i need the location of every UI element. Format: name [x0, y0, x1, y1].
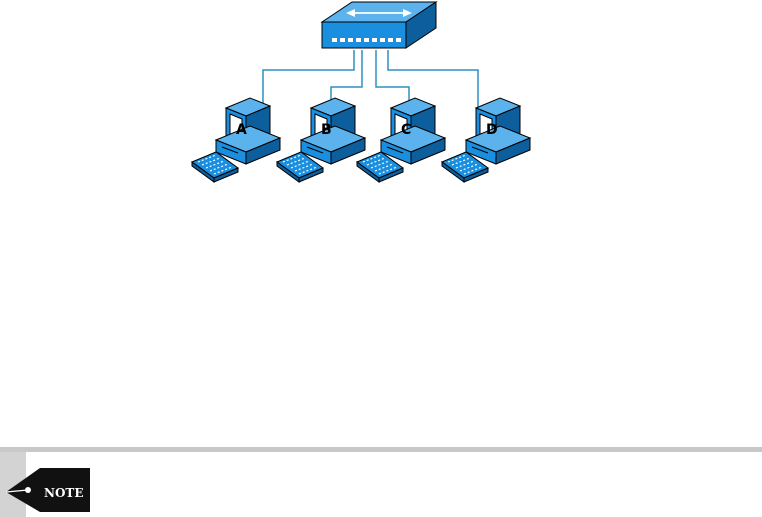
computer-d: D [442, 98, 530, 182]
computer-label-d: D [486, 122, 498, 138]
computer-label-c: C [401, 122, 411, 138]
note-badge-text: NOTE [44, 486, 84, 500]
note-callout: NOTE [0, 447, 762, 517]
computer-label-a: A [236, 122, 247, 138]
cable-c [376, 50, 409, 108]
network-cables [263, 50, 478, 108]
computer-a: A [192, 98, 280, 182]
hub-icon [322, 2, 436, 48]
computer-icon [442, 98, 530, 182]
computer-icon [277, 98, 365, 182]
cable-a [263, 50, 354, 108]
cable-d [388, 50, 478, 108]
computer-b: B [277, 98, 365, 182]
note-rule [0, 447, 762, 452]
computer-icon [357, 98, 445, 182]
computer-c: C [357, 98, 445, 182]
computer-label-b: B [321, 122, 332, 138]
computer-icon [192, 98, 280, 182]
